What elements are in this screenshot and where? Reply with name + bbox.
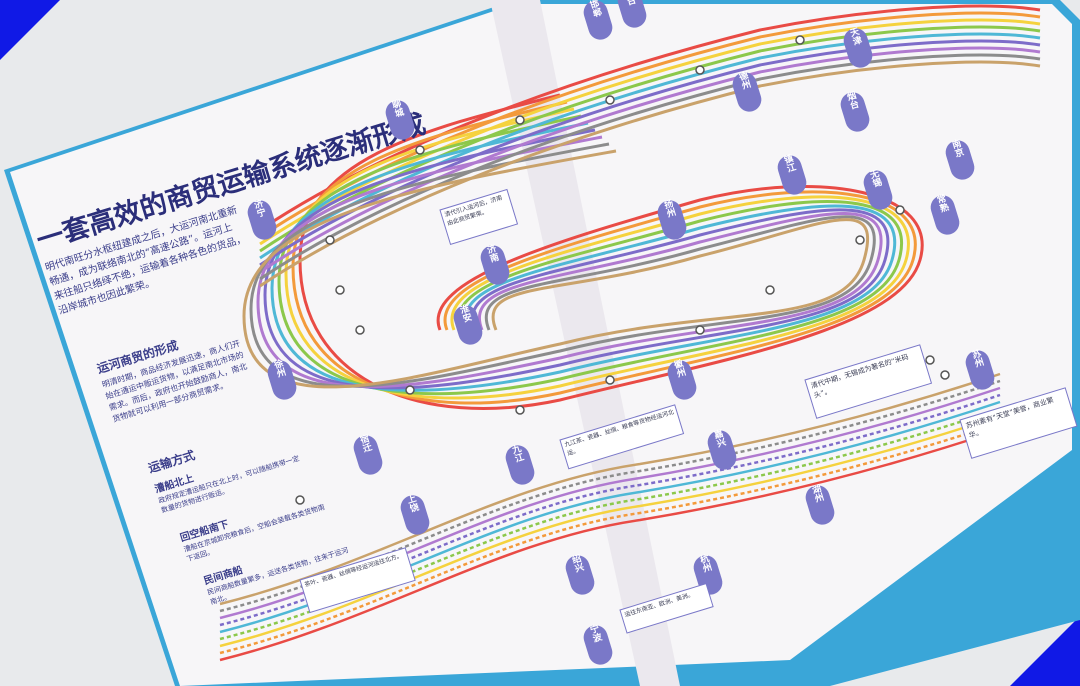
station-dot bbox=[325, 235, 335, 245]
station-badge-tianjin: 天津 bbox=[843, 26, 873, 68]
station-dot bbox=[605, 95, 615, 105]
note-jiujiang: 九江茶、瓷器、丝绸、粮食等货物经运河北运。 bbox=[559, 404, 685, 470]
station-badge-ningbo: 宁波 bbox=[583, 622, 613, 665]
note-boxes: 清代中期，无锡成为著名的“米码头”。 苏州素有“天堂”美誉，商业繁华。 清代引入… bbox=[299, 188, 1078, 634]
station-badge-jiaxing: 嘉兴 bbox=[707, 427, 737, 470]
station-dot bbox=[895, 205, 905, 215]
station-badges: 济宁聊城济南淮安徐州宿迁九江上饶扬州镇江无锡常熟苏州湖州嘉兴杭州绍兴宁波徽州德州… bbox=[247, 0, 995, 665]
station-badge-huzhou: 湖州 bbox=[805, 482, 835, 525]
station-dot bbox=[515, 405, 525, 415]
station-badge-nanjing: 南京 bbox=[945, 137, 975, 180]
note-wuxi: 清代中期，无锡成为著名的“米码头”。 bbox=[804, 344, 933, 419]
route-line bbox=[242, 149, 870, 389]
station-badge-shangrao: 上饶 bbox=[400, 492, 430, 535]
station-badge-jining: 济宁 bbox=[247, 197, 277, 240]
station-badge-suqian: 宿迁 bbox=[353, 432, 383, 475]
route-line bbox=[219, 428, 1001, 662]
station-dot bbox=[515, 115, 525, 125]
route-line bbox=[259, 39, 1041, 267]
station-badge-handan: 邯郸 bbox=[583, 0, 613, 40]
route-line bbox=[259, 46, 1041, 274]
station-dot bbox=[940, 370, 950, 380]
station-dot bbox=[695, 65, 705, 75]
station-dot bbox=[405, 385, 415, 395]
station-badge-suzhou: 苏州 bbox=[965, 347, 995, 390]
book-page bbox=[10, 4, 1072, 686]
note-suzhou: 苏州素有“天堂”美誉，商业繁华。 bbox=[959, 387, 1078, 459]
station-dots bbox=[295, 35, 950, 575]
station-badge-jinan: 济南 bbox=[480, 242, 510, 285]
station-dot bbox=[855, 235, 865, 245]
note-tea: 茶叶、瓷器、丝绸等经运河运往北方。 bbox=[299, 547, 416, 614]
note-jinan: 清代引入运河后，济南由此商贸繁荣。 bbox=[439, 188, 519, 246]
station-dot bbox=[925, 355, 935, 365]
corner-accent-top-left bbox=[0, 0, 60, 60]
route-line bbox=[219, 414, 1001, 648]
note-shipping: 运往东南亚、欧洲、美洲。 bbox=[619, 583, 714, 634]
station-name-xingtai: 邢台 bbox=[621, 0, 637, 7]
station-badge-yangzhou: 扬州 bbox=[657, 197, 687, 240]
station-dot bbox=[765, 285, 775, 295]
station-badge-huizhou: 徽州 bbox=[667, 357, 697, 400]
station-dot bbox=[295, 495, 305, 505]
station-badge-xuzhou: 徐州 bbox=[267, 357, 297, 400]
station-badge-xingtai: 邢台 bbox=[617, 0, 647, 28]
route-line bbox=[259, 53, 1041, 281]
route-line bbox=[219, 421, 1001, 655]
station-dot bbox=[355, 325, 365, 335]
station-dot bbox=[605, 375, 615, 385]
station-dot bbox=[795, 35, 805, 45]
route-line bbox=[219, 372, 1001, 606]
station-badge-wuxi: 无锡 bbox=[863, 168, 893, 210]
station-dot bbox=[695, 325, 705, 335]
station-badge-yantai: 烟台 bbox=[840, 89, 870, 132]
station-badge-jiujiang: 九江 bbox=[505, 442, 535, 485]
station-badge-zhenjiang: 镇江 bbox=[777, 152, 807, 195]
station-badge-dezhou: 德州 bbox=[732, 69, 762, 112]
station-badge-shaoxing: 绍兴 bbox=[565, 552, 595, 595]
station-badge-huaian: 淮安 bbox=[453, 302, 483, 345]
station-badge-liaocheng: 聊城 bbox=[385, 97, 415, 140]
route-line bbox=[259, 60, 1041, 288]
station-dot bbox=[415, 145, 425, 155]
station-dot bbox=[335, 285, 345, 295]
station-badge-changzhou: 常熟 bbox=[930, 192, 960, 235]
